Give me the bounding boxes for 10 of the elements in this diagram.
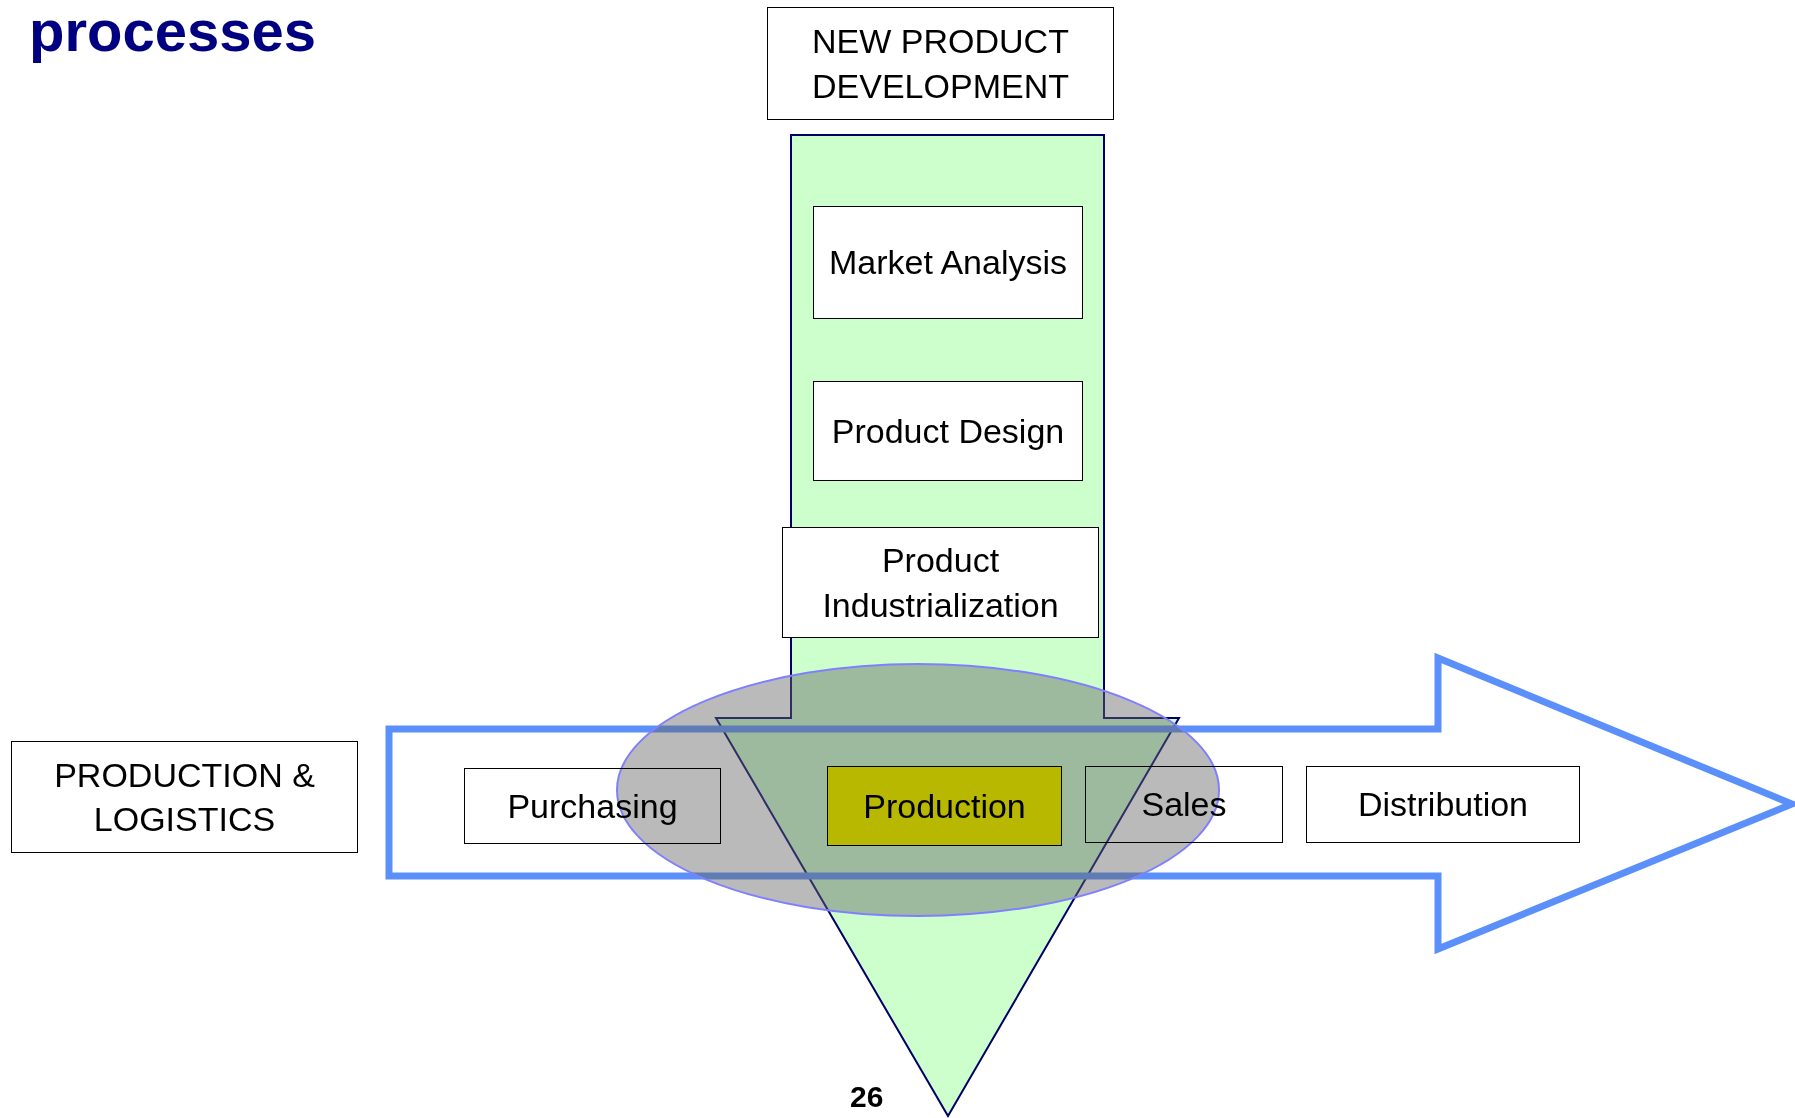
process-box: Sales [1085, 766, 1283, 843]
process-box: Purchasing [464, 768, 721, 844]
process-box: Distribution [1306, 766, 1580, 843]
process-box: Market Analysis [813, 206, 1083, 319]
process-box: Product Industrialization [782, 527, 1099, 638]
process-box: Production [827, 766, 1062, 846]
process-box: PRODUCTION & LOGISTICS [11, 741, 358, 853]
process-box: NEW PRODUCT DEVELOPMENT [767, 7, 1114, 120]
page-number: 26 [850, 1082, 884, 1112]
process-box: Product Design [813, 381, 1083, 481]
